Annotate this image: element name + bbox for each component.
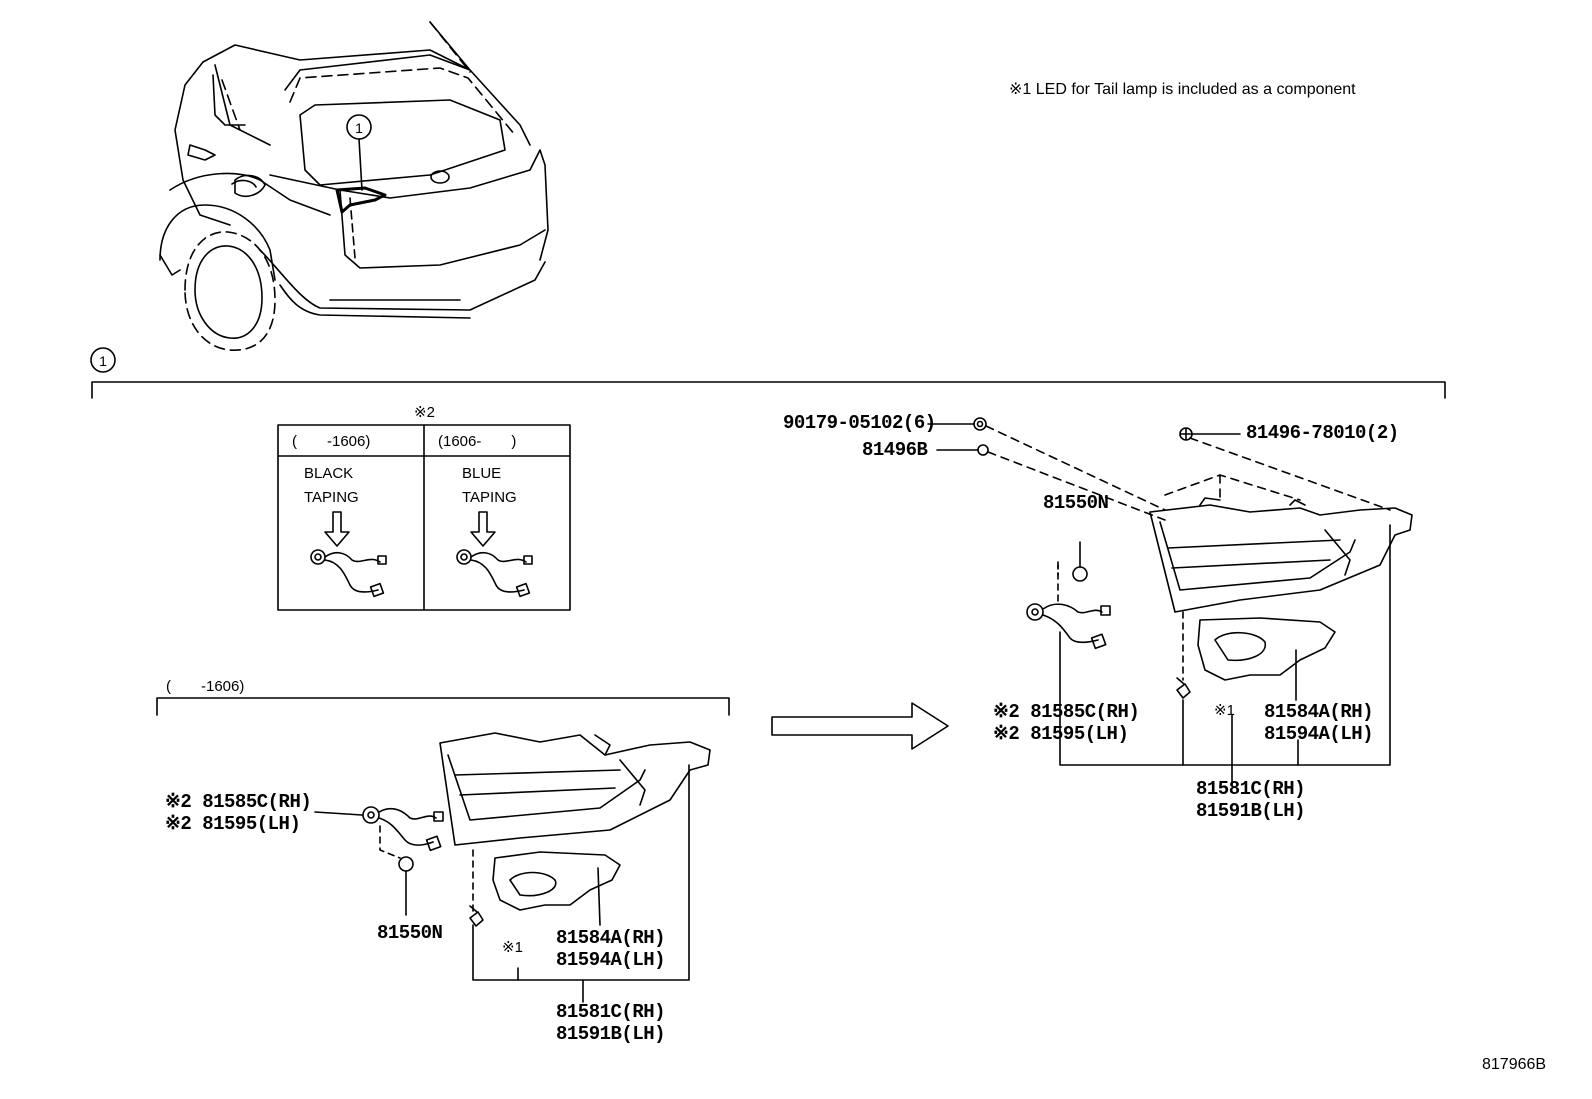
diagram-id: 817966B [1482, 1056, 1547, 1073]
upper-note-ref: ※1 [1214, 702, 1235, 719]
upper-group [927, 417, 1413, 786]
inset-right-text-2: TAPING [462, 489, 517, 506]
clip-label: 81496-78010(2) [1246, 422, 1399, 444]
lower-socket-rh-label: ※2 81585C(RH) [165, 791, 312, 813]
socket-harness-icon [310, 549, 387, 598]
lower-lamp-rh-label: 81581C(RH) [556, 1001, 666, 1023]
lower-socket-lh-label: ※2 81595(LH) [165, 813, 301, 835]
lamp-cover-icon [492, 851, 621, 911]
lower-bulb-label: 81550N [377, 922, 443, 944]
upper-socket-rh-label: ※2 81585C(RH) [993, 701, 1140, 723]
tail-lamp-icon [439, 732, 711, 846]
upper-cover-lh-label: 81594A(LH) [1264, 723, 1374, 745]
nut-icon [977, 444, 989, 456]
inset-box [277, 424, 571, 611]
inset-marker: ※2 [414, 404, 435, 421]
inset-left-text-2: TAPING [304, 489, 359, 506]
lower-lamp-lh-label: 81591B(LH) [556, 1023, 666, 1045]
screw-icon [1176, 677, 1191, 699]
nut-1-label: 90179-05102(6) [783, 412, 936, 434]
transition-arrow-icon [771, 702, 949, 750]
lower-note-ref: ※1 [502, 939, 523, 956]
tail-lamp-led-note: ※1 LED for Tail lamp is included as a co… [1009, 81, 1356, 98]
socket-harness-icon [1026, 603, 1111, 650]
assembly-bracket [90, 347, 1446, 399]
upper-cover-rh-label: 81584A(RH) [1264, 701, 1374, 723]
nut-icon [973, 417, 987, 431]
upper-lamp-rh-label: 81581C(RH) [1196, 778, 1306, 800]
lower-cover-rh-label: 81584A(RH) [556, 927, 666, 949]
screw-icon [469, 905, 484, 927]
lamp-cover-icon [1197, 617, 1336, 681]
nut-2-label: 81496B [862, 439, 928, 461]
inset-right-text-1: BLUE [462, 465, 502, 482]
inset-left-text-1: BLACK [304, 465, 354, 482]
lower-group-range: ( -1606) [166, 678, 245, 695]
lower-group [156, 697, 730, 1003]
bulb-icon [1072, 566, 1088, 582]
upper-bulb-label: 81550N [1043, 492, 1109, 514]
socket-harness-icon [362, 806, 444, 852]
vehicle-rear-illustration [159, 21, 549, 351]
inset-right-range: (1606- ) [438, 433, 517, 450]
tail-lamp-icon [1149, 497, 1413, 613]
callout-1-label: 1 [355, 120, 363, 136]
bulb-icon [398, 856, 414, 872]
lower-cover-lh-label: 81594A(LH) [556, 949, 666, 971]
inset-left-range: ( -1606) [292, 433, 371, 450]
socket-harness-icon [456, 549, 533, 598]
upper-socket-lh-label: ※2 81595(LH) [993, 723, 1129, 745]
assembly-marker-label: 1 [99, 353, 107, 369]
upper-lamp-lh-label: 81591B(LH) [1196, 800, 1306, 822]
